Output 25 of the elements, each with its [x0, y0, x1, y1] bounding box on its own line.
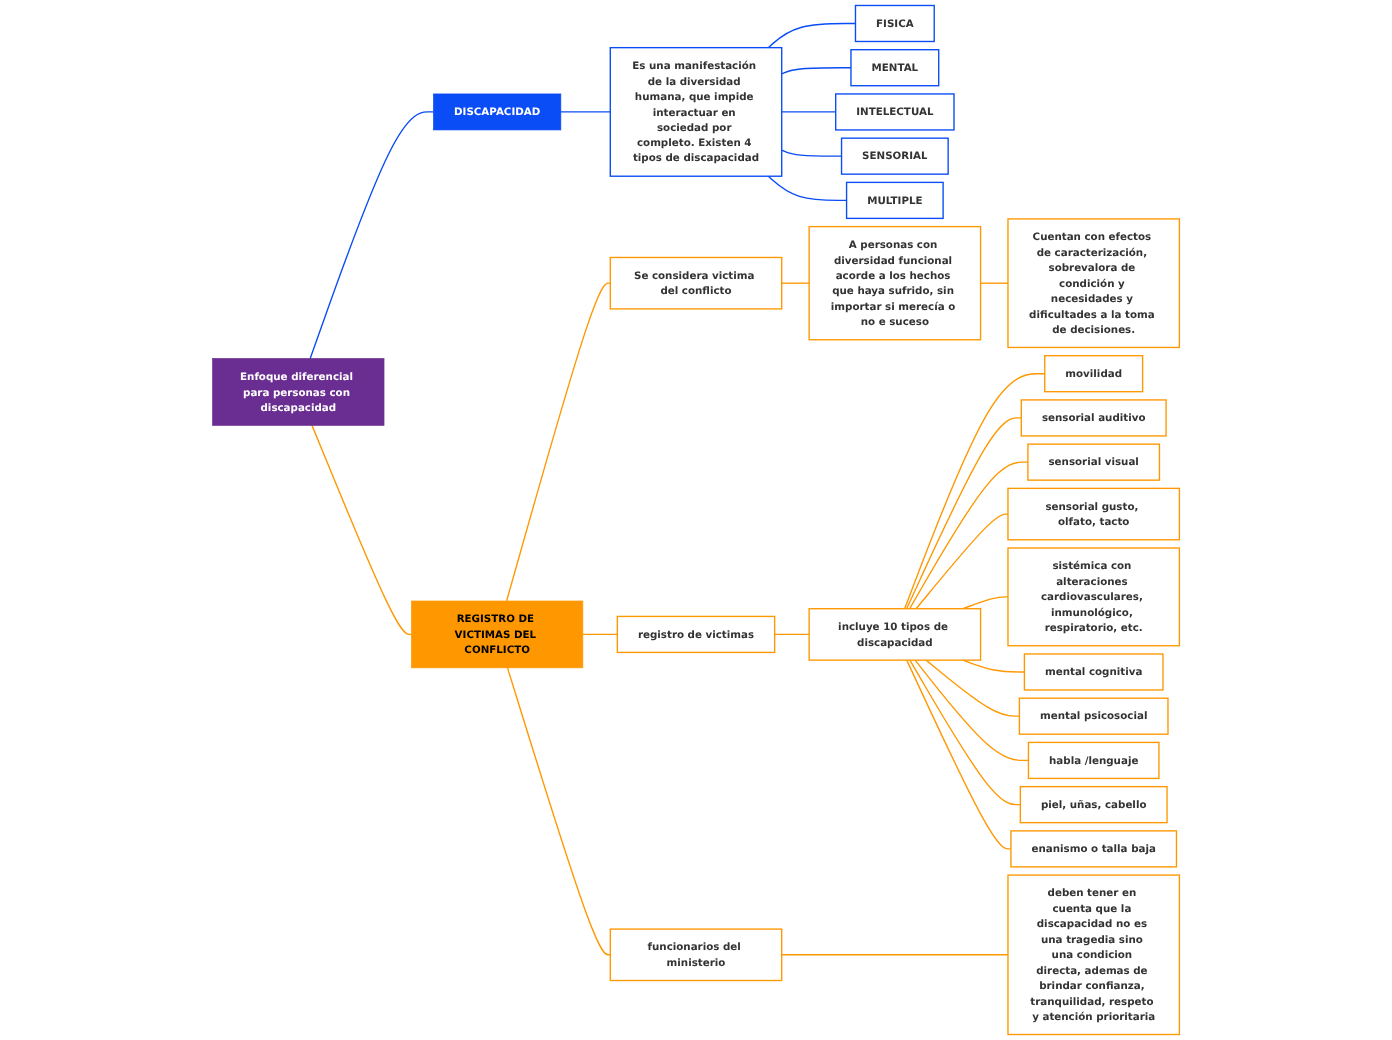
connector [909, 461, 1029, 610]
connector [781, 67, 852, 75]
connector [905, 417, 1022, 610]
connector [925, 659, 1021, 717]
connector [309, 111, 435, 360]
connector [781, 111, 837, 113]
connector [767, 22, 857, 49]
connector [979, 282, 1009, 284]
connector [962, 596, 1009, 610]
connector [767, 175, 848, 202]
connector [582, 633, 619, 636]
connector [506, 667, 611, 956]
connector [915, 513, 1009, 610]
connector [914, 659, 1030, 762]
connector [909, 659, 1022, 806]
connector [505, 282, 611, 602]
connector [906, 659, 1012, 850]
connector [773, 633, 810, 636]
connector [962, 659, 1026, 673]
connector [560, 111, 611, 113]
connector [311, 424, 413, 636]
connector [781, 282, 810, 284]
connector [781, 149, 843, 157]
connector [903, 373, 1046, 610]
connector [781, 954, 1009, 956]
